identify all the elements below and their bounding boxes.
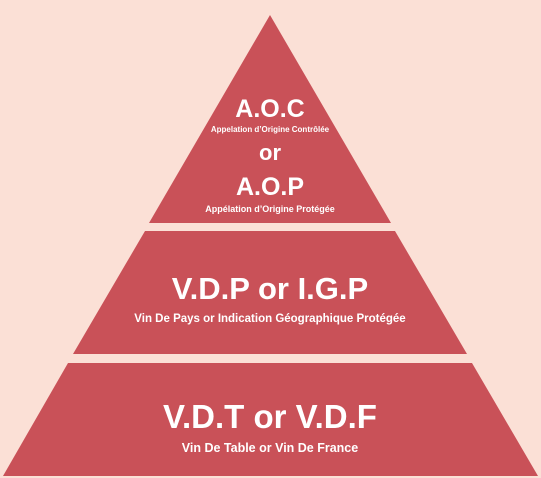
tier-bottom-shape <box>3 363 538 476</box>
or-connector: or <box>259 140 281 165</box>
aoc-title: A.O.C <box>235 95 304 123</box>
vdt-vdf-title: V.D.T or V.D.F <box>163 398 377 435</box>
tier-middle: V.D.P or I.G.P Vin De Pays or Indication… <box>73 231 467 354</box>
aoc-subtitle: Appelation d’Origine Contrôlée <box>211 125 330 134</box>
vdp-igp-subtitle: Vin De Pays or Indication Géographique P… <box>134 313 405 325</box>
tier-top: A.O.C Appelation d’Origine Contrôlée or … <box>149 15 391 223</box>
vdt-vdf-subtitle: Vin De Table or Vin De France <box>182 441 358 455</box>
aop-title: A.O.P <box>236 173 304 201</box>
tier-bottom: V.D.T or V.D.F Vin De Table or Vin De Fr… <box>3 363 538 476</box>
tier-middle-shape <box>73 231 467 354</box>
vdp-igp-title: V.D.P or I.G.P <box>172 271 368 306</box>
aop-subtitle: Appélation d’Origine Protégée <box>205 204 335 214</box>
tier-top-shape <box>149 15 391 223</box>
